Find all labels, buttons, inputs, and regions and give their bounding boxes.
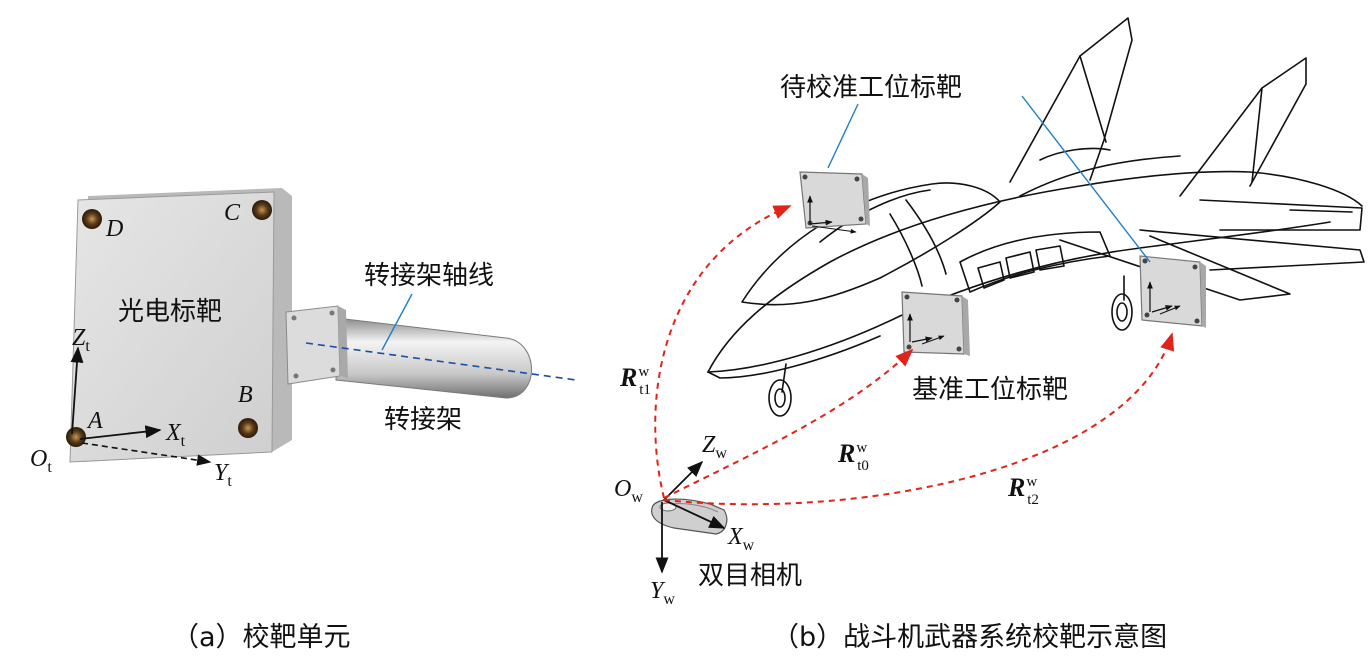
bracket-axis-label: 转接架轴线 [364,261,494,291]
binocular-camera-icon [651,498,728,535]
world-coordinate-frame [655,460,726,574]
o-w-label: Ow [614,476,643,506]
reference-target-plate-icon [901,291,970,356]
y-t-label: Yt [214,460,232,490]
z-t-label: Zt [72,325,90,355]
hole-a-icon [66,427,86,447]
corner-a-label: A [86,408,103,434]
corner-b-label: B [238,382,253,408]
bracket-label: 转接架 [384,405,462,435]
x-w-label: Xw [727,524,755,554]
y-w-label: Yw [650,578,675,608]
hole-c-icon [252,200,272,220]
target-label: 光电标靶 [118,297,222,327]
target-to-calibrate-label: 待校准工位标靶 [780,73,962,103]
target-coordinate-frame [70,346,212,466]
o-t-label: Ot [30,446,52,476]
fighter-jet-outline-icon [707,17,1365,417]
z-w-label: Zw [702,432,727,462]
hole-b-icon [238,418,258,438]
transform-arrow-t2 [663,332,1175,506]
transform-arrow-t0 [663,348,914,499]
corner-d-label: D [105,216,123,242]
camera-label: 双目相机 [698,561,802,591]
adapter-bracket-icon [285,305,532,399]
corner-c-label: C [224,200,241,226]
x-t-axis [79,425,162,440]
target-to-calibrate-leader-1 [827,103,859,169]
reference-target-label: 基准工位标靶 [912,375,1068,405]
bracket-axis-leader [381,293,413,351]
photoelectric-target-plate-icon [66,188,292,463]
bracket-axis-line [305,342,577,381]
target-to-calibrate-leader-2 [1021,95,1151,263]
y-t-axis [81,442,212,466]
x-w-axis [663,499,726,529]
x-t-label: Xt [165,420,186,450]
panel-b-caption: （b）战斗机武器系统校靶示意图 [772,622,1167,653]
panel-a-caption: （a）校靶单元 [172,622,351,653]
hole-d-icon [82,209,102,229]
target-to-calibrate-plate-2-icon [1139,255,1206,328]
panel-a: 转接架轴线 转接架 光电标靶 D C B A Zt Xt Yt Ot （a）校靶… [30,188,577,653]
z-w-axis [663,460,704,501]
target-to-calibrate-plate-1-icon [799,171,870,234]
z-t-axis [70,346,84,435]
